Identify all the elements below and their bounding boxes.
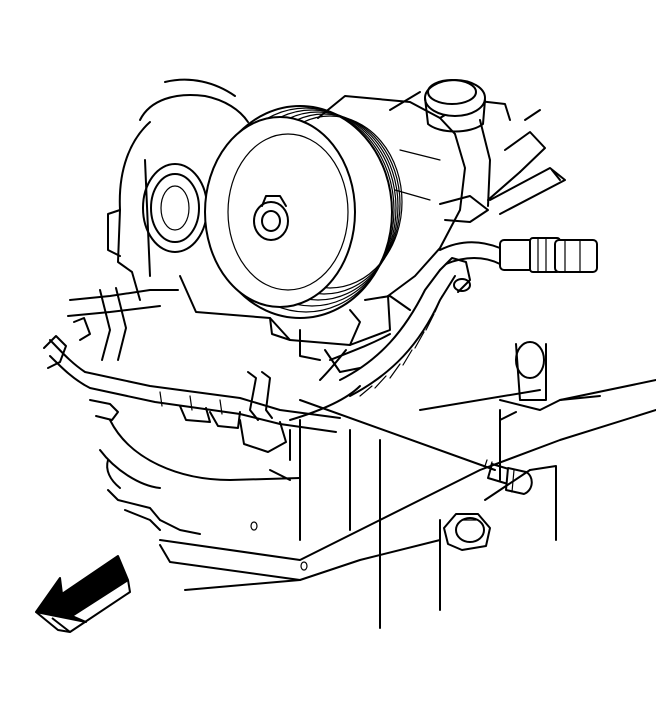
generator-housing [107, 78, 249, 301]
pump-bracket [179, 275, 411, 373]
harness-bracket [43, 317, 91, 369]
front-direction-arrow [35, 555, 131, 633]
frame-rail [99, 341, 656, 629]
power-steering-reservoir [317, 79, 511, 297]
hose-connector [439, 237, 598, 273]
pressure-hoses [439, 109, 566, 223]
nut [443, 513, 491, 551]
engine-wiring-harness [49, 257, 471, 453]
bolt [299, 399, 533, 495]
generator-drive-pulley [204, 105, 403, 319]
